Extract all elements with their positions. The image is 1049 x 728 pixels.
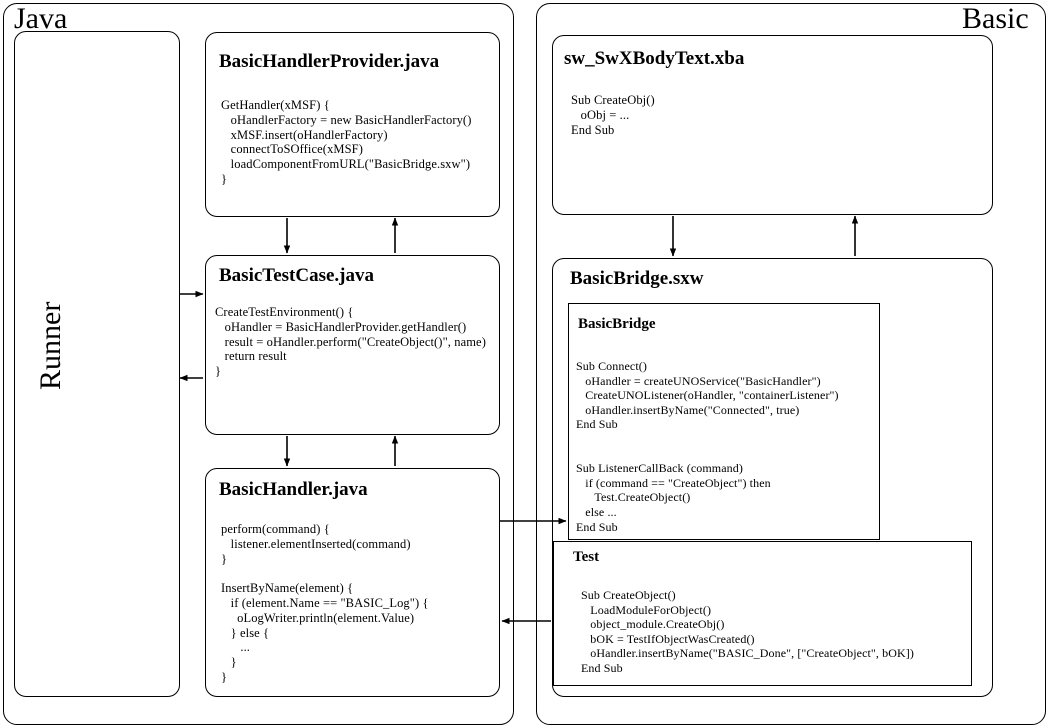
panel-basic-label: Basic — [962, 2, 1029, 35]
box-basic-handler-provider-title: BasicHandlerProvider.java — [219, 51, 440, 72]
box-test-module-code: Sub CreateObject() LoadModuleForObject()… — [581, 588, 914, 675]
box-basicbridge-module[interactable] — [568, 303, 880, 540]
runner-label: Runner — [34, 301, 67, 390]
box-basicbridge-module-code: Sub Connect() oHandler = createUNOServic… — [576, 359, 839, 534]
panel-java-label: Java — [14, 2, 68, 35]
box-basicbridge-sxw-title: BasicBridge.sxw — [570, 268, 704, 289]
box-test-module[interactable] — [553, 541, 972, 686]
box-runner[interactable] — [14, 31, 180, 697]
box-basic-handler-provider[interactable] — [205, 32, 500, 217]
box-sw-swxbodytext-code: Sub CreateObj() oObj = ... End Sub — [571, 93, 655, 137]
box-basic-handler-code: perform(command) { listener.elementInser… — [221, 522, 429, 684]
box-sw-swxbodytext[interactable] — [552, 35, 993, 215]
box-basic-handler[interactable] — [205, 468, 500, 697]
box-basic-handler-provider-code: GetHandler(xMSF) { oHandlerFactory = new… — [221, 98, 472, 186]
box-sw-swxbodytext-title: sw_SwXBodyText.xba — [564, 48, 745, 69]
box-basic-handler-title: BasicHandler.java — [219, 479, 368, 500]
box-basic-test-case-code: CreateTestEnvironment() { oHandler = Bas… — [215, 305, 486, 379]
box-basic-test-case-title: BasicTestCase.java — [219, 265, 374, 286]
box-test-module-title: Test — [573, 549, 600, 565]
box-basicbridge-module-title: BasicBridge — [578, 316, 656, 332]
box-basic-test-case[interactable] — [205, 255, 500, 435]
